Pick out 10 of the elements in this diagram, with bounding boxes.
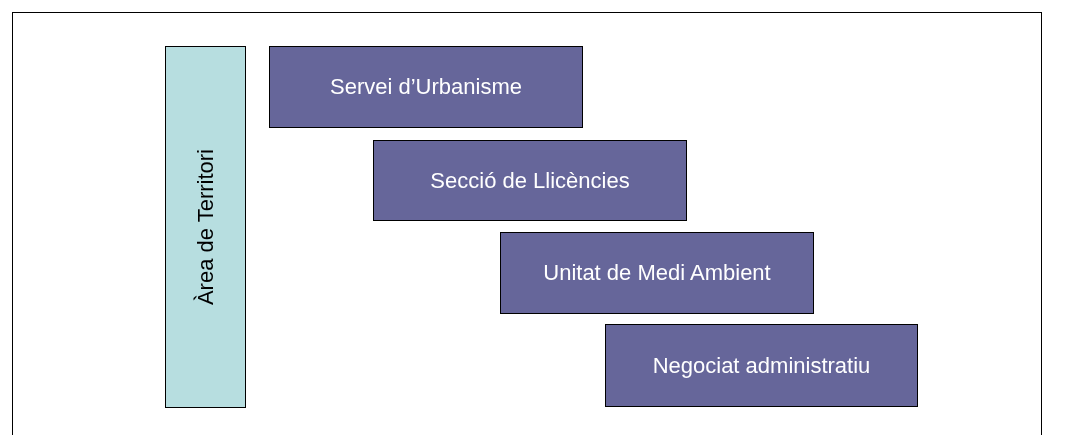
unit-box bbox=[373, 140, 687, 221]
unit-name: Servei d’Urbanisme bbox=[330, 74, 522, 100]
vertical-label-bar bbox=[165, 46, 246, 408]
unit-name: Unitat de Medi Ambient bbox=[543, 260, 771, 286]
unit-name: Secció de Llicències bbox=[430, 167, 630, 194]
unit-name: Negociat administratiu bbox=[652, 352, 871, 379]
unit-box bbox=[500, 232, 814, 314]
unit-box bbox=[605, 324, 918, 407]
unit-name: Àrea de Territori bbox=[192, 148, 219, 306]
unit-box bbox=[269, 46, 583, 128]
